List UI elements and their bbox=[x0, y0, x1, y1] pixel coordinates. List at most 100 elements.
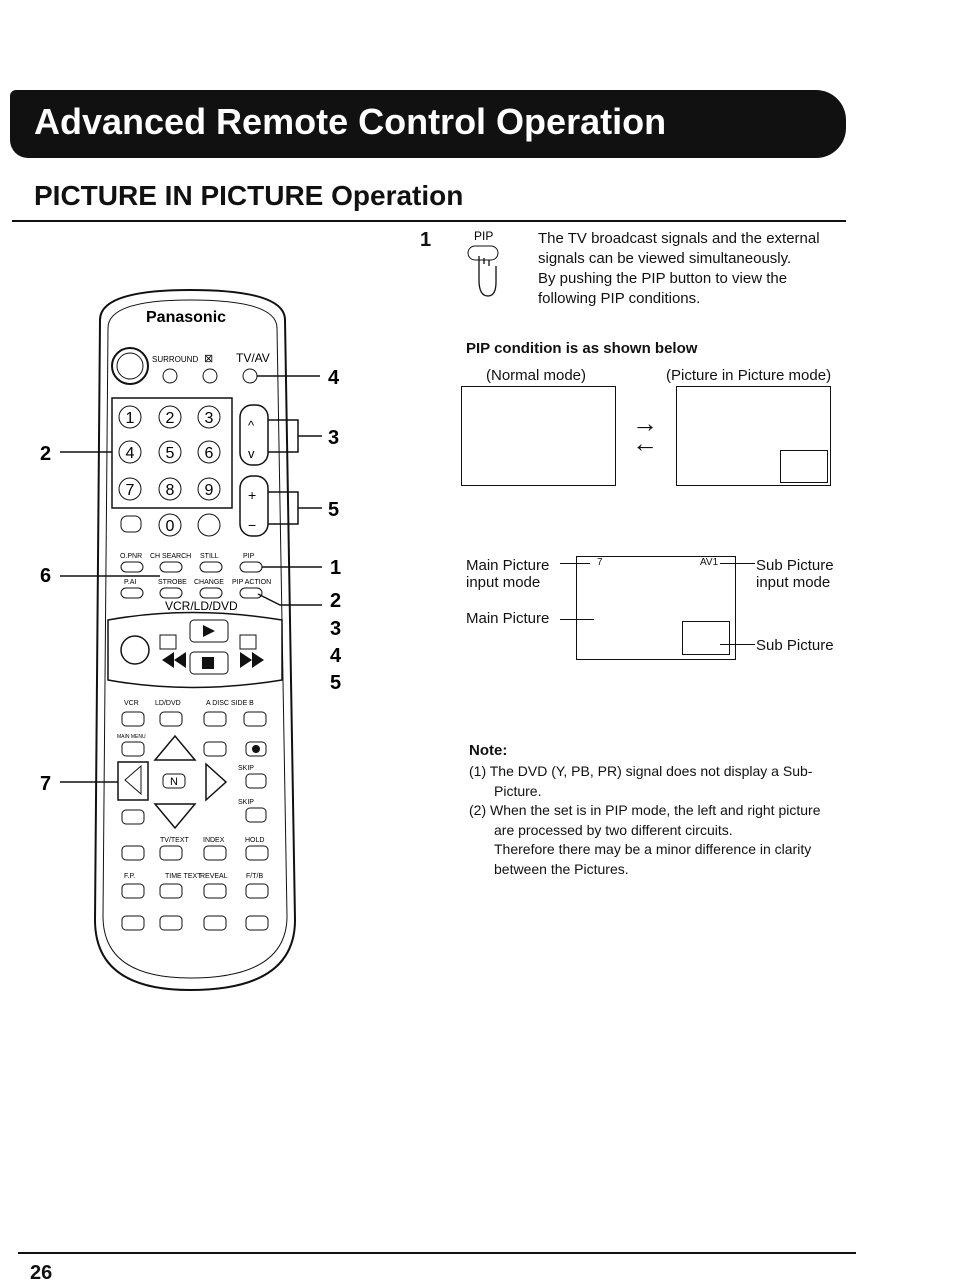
sub-channel-osd: AV1 bbox=[700, 557, 719, 568]
ftb-button[interactable] bbox=[245, 883, 269, 899]
lddvd-button[interactable] bbox=[159, 711, 183, 727]
main-menu-label: MAIN MENU bbox=[117, 734, 146, 740]
power-button[interactable] bbox=[111, 347, 149, 385]
yellow-button[interactable] bbox=[203, 915, 227, 931]
pip-subscreen bbox=[780, 450, 828, 483]
reveal-label: REVEAL bbox=[200, 873, 228, 880]
right-arrow-icon[interactable] bbox=[205, 762, 228, 802]
index-button[interactable] bbox=[203, 845, 227, 861]
record-button[interactable] bbox=[245, 741, 267, 757]
callout-2: 2 bbox=[330, 590, 341, 612]
step-number: 1 bbox=[420, 229, 432, 251]
mute-label: ⊠ bbox=[204, 353, 213, 365]
fp-button[interactable] bbox=[121, 883, 145, 899]
vcr-power-button[interactable] bbox=[120, 635, 150, 665]
tvtext-label: TV/TEXT bbox=[160, 837, 190, 844]
digit-mode-button[interactable] bbox=[197, 513, 221, 537]
pai-button[interactable] bbox=[120, 587, 144, 599]
forward-skip-button[interactable] bbox=[239, 634, 257, 650]
callout-4b: 4 bbox=[330, 645, 342, 667]
note-line-1: (1) The DVD (Y, PB, PR) signal does not … bbox=[469, 763, 813, 779]
strobe-button[interactable] bbox=[159, 587, 183, 599]
skip-down-button[interactable] bbox=[245, 807, 267, 823]
vcr-label: VCR bbox=[124, 700, 139, 707]
index-label: INDEX bbox=[203, 837, 225, 844]
sub-picture-leader bbox=[720, 644, 755, 645]
pai-label: P.AI bbox=[124, 579, 136, 586]
normal-mode-label: (Normal mode) bbox=[486, 367, 587, 384]
vcr-button[interactable] bbox=[121, 711, 145, 727]
digit-6: 6 bbox=[205, 445, 214, 462]
ii-button[interactable] bbox=[121, 845, 145, 861]
tvtext-button[interactable] bbox=[159, 845, 183, 861]
red-button[interactable] bbox=[121, 915, 145, 931]
disc-side-label: A DISC SIDE B bbox=[206, 700, 254, 707]
digit-4: 4 bbox=[126, 445, 135, 462]
main-menu-button[interactable] bbox=[121, 741, 145, 757]
left-arrow-icon[interactable] bbox=[124, 764, 142, 796]
callout-2-left: 2 bbox=[40, 443, 51, 465]
display-button[interactable] bbox=[120, 515, 142, 533]
digit-1: 1 bbox=[126, 410, 135, 427]
n-button[interactable] bbox=[162, 773, 186, 789]
rewind-icon bbox=[162, 652, 186, 668]
down-arrow-icon[interactable] bbox=[153, 803, 197, 830]
disc-side-button[interactable] bbox=[243, 711, 267, 727]
ch-search-label: CH SEARCH bbox=[150, 553, 191, 560]
mute-button[interactable] bbox=[202, 368, 218, 384]
remote-control-illustration: Panasonic SURROUND ⊠ TV/AV 4 1 2 3 4 5 6… bbox=[40, 288, 342, 992]
volume-rocker[interactable] bbox=[239, 475, 269, 537]
step1-description: The TV broadcast signals and the externa… bbox=[538, 229, 848, 309]
note-title: Note: bbox=[469, 742, 508, 759]
digit-2: 2 bbox=[166, 410, 175, 427]
channel-rocker[interactable] bbox=[239, 404, 269, 466]
main-input-label: Main Picture bbox=[466, 557, 550, 574]
pip-action-button[interactable] bbox=[239, 587, 263, 599]
time-text-button[interactable] bbox=[159, 883, 183, 899]
rewind-skip-button[interactable] bbox=[159, 634, 177, 650]
step1-line-2: signals can be viewed simultaneously. bbox=[538, 250, 792, 267]
blue-button[interactable] bbox=[245, 915, 269, 931]
slow-button[interactable] bbox=[203, 711, 227, 727]
opnr-button[interactable] bbox=[120, 561, 144, 573]
still-label: STILL bbox=[200, 553, 219, 560]
green-button[interactable] bbox=[159, 915, 183, 931]
skip-up-button[interactable] bbox=[245, 773, 267, 789]
callout-3b: 3 bbox=[330, 618, 341, 640]
callout-5b: 5 bbox=[330, 672, 341, 694]
still-button[interactable] bbox=[199, 561, 223, 573]
ch-search-button[interactable] bbox=[159, 561, 183, 573]
return-button[interactable] bbox=[121, 809, 145, 825]
surround-button[interactable] bbox=[162, 368, 178, 384]
channel-down-label: v bbox=[248, 446, 255, 461]
callout-6: 6 bbox=[40, 565, 51, 587]
note-line-2: Picture. bbox=[494, 782, 542, 799]
play-button[interactable] bbox=[189, 619, 229, 643]
step1-line-3: By pushing the PIP button to view the bbox=[538, 270, 788, 287]
pip-button[interactable] bbox=[239, 561, 263, 573]
pause-button[interactable] bbox=[203, 741, 227, 757]
page-title: Advanced Remote Control Operation bbox=[34, 101, 667, 142]
change-button[interactable] bbox=[199, 587, 223, 599]
up-arrow-icon[interactable] bbox=[153, 734, 197, 761]
callout-7: 7 bbox=[40, 773, 51, 795]
note-line-5: Therefore there may be a minor differenc… bbox=[494, 841, 812, 857]
tvav-button[interactable] bbox=[242, 368, 258, 384]
channel-up-label: ^ bbox=[248, 418, 255, 433]
main-channel-osd: 7 bbox=[597, 557, 603, 568]
note-line-6: between the Pictures. bbox=[494, 860, 629, 877]
digit-9: 9 bbox=[205, 482, 214, 499]
reveal-button[interactable] bbox=[203, 883, 227, 899]
digit-0: 0 bbox=[166, 518, 175, 535]
pip-mode-label: (Picture in Picture mode) bbox=[666, 367, 832, 384]
digit-3: 3 bbox=[205, 410, 214, 427]
bottom-divider bbox=[18, 1252, 856, 1254]
arrow-right-icon: → bbox=[632, 408, 658, 438]
stop-button[interactable] bbox=[189, 651, 229, 675]
digit-5: 5 bbox=[166, 445, 175, 462]
sub-input-label: Sub Picture bbox=[756, 557, 834, 574]
tvav-label: TV/AV bbox=[236, 351, 270, 365]
ftb-label: F/T/B bbox=[246, 873, 263, 880]
callout-5: 5 bbox=[328, 499, 339, 521]
hold-button[interactable] bbox=[245, 845, 269, 861]
